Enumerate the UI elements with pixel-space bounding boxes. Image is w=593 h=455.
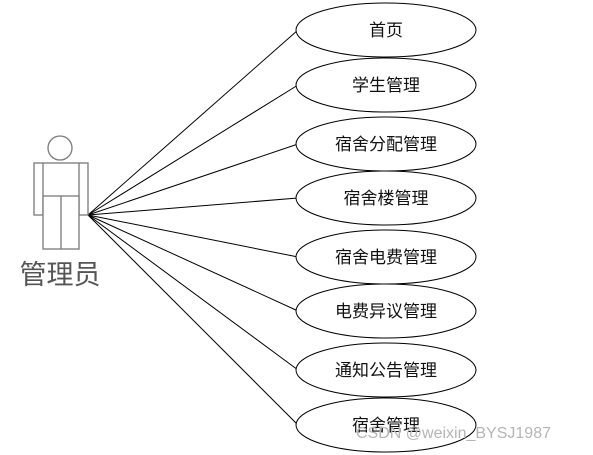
use-case-ellipse [295, 170, 477, 226]
use-case: 通知公告管理 [295, 342, 477, 398]
actor-figure [33, 135, 89, 250]
use-case: 宿舍分配管理 [295, 116, 477, 172]
use-case-ellipse [295, 57, 477, 113]
watermark: CSDN @weixin_BYSJ1987 [356, 425, 551, 442]
use-case: 宿舍电费管理 [295, 229, 477, 285]
use-case-label: 电费异议管理 [335, 302, 437, 322]
use-case-label: 宿舍分配管理 [335, 135, 437, 155]
use-case: 宿舍管理 [295, 397, 477, 453]
actor-head [47, 135, 73, 161]
use-case-label: 通知公告管理 [335, 361, 437, 381]
use-case-label: 首页 [369, 21, 403, 41]
association-line [87, 197, 299, 216]
association-line [87, 214, 299, 258]
use-case-label: 学生管理 [352, 76, 420, 96]
use-case: 首页 [295, 2, 477, 58]
association-line [87, 143, 299, 216]
association-line [87, 84, 299, 216]
association-line [87, 29, 299, 216]
use-case-label: 宿舍楼管理 [344, 189, 429, 209]
use-case-ellipse [295, 342, 477, 398]
use-case: 宿舍楼管理 [295, 170, 477, 226]
use-case-label: 宿舍管理 [352, 416, 420, 436]
use-case-ellipse [295, 2, 477, 58]
use-case: 学生管理 [295, 57, 477, 113]
use-case: 电费异议管理 [295, 283, 477, 339]
association-line [87, 214, 299, 371]
use-case-ellipse [295, 283, 477, 339]
use-case-label: 宿舍电费管理 [335, 248, 437, 268]
actor-label: 管理员 [20, 260, 101, 291]
association-line [87, 214, 299, 312]
use-case-ellipse [295, 397, 477, 453]
association-line [87, 214, 299, 426]
association-lines [87, 29, 299, 426]
